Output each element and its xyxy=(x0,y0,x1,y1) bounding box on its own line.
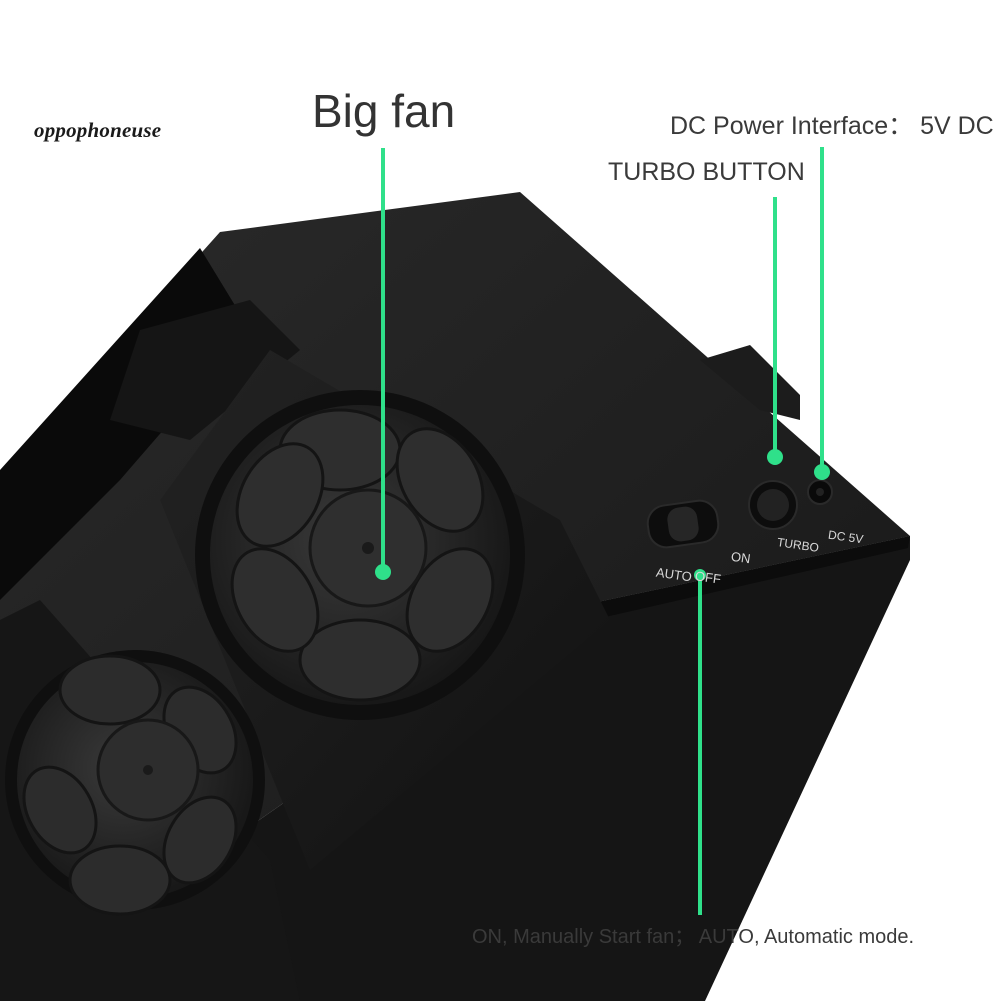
big-fan xyxy=(160,350,610,870)
dc-power-label: DC Power Interface： 5V DC xyxy=(670,112,994,140)
device-print-on: ON xyxy=(730,548,752,567)
watermark: oppophoneuse xyxy=(34,118,162,142)
turbo-callout-dot xyxy=(767,449,783,465)
second-fan xyxy=(0,600,300,1001)
switch-modes-label: ON, Manually Start fan； AUTO, Automatic … xyxy=(472,926,915,948)
big-fan-label: Big fan xyxy=(312,85,456,137)
turbo-button-label: TURBO BUTTON xyxy=(608,158,805,186)
turbo-button xyxy=(748,480,798,530)
switch-callout-dot xyxy=(694,569,706,581)
big-fan-callout-dot xyxy=(375,564,391,580)
device-print-off: OFF xyxy=(694,568,722,587)
mode-switch xyxy=(646,499,720,549)
dc-power-port xyxy=(807,479,833,505)
dc-power-callout-dot xyxy=(814,464,830,480)
